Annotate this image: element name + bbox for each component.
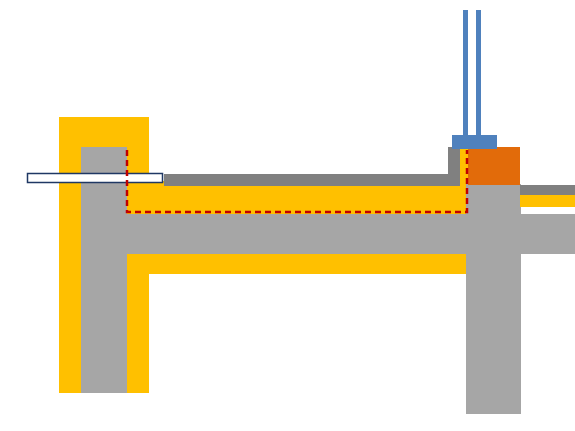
right-extension-membrane [520,185,575,195]
left-wall-core [81,147,127,393]
dashed-outline [125,150,469,214]
pipe-left [463,10,468,138]
slab-membrane-upstand [448,147,460,186]
orange-block [468,147,520,185]
slab-top-insulation-upstand [458,147,468,191]
slab-top-insulation [127,181,468,214]
slab-membrane [164,174,460,186]
pipe-right [476,10,481,138]
pipe-cap [452,135,497,149]
thin-horizontal-bar [26,172,164,184]
right-column [466,184,521,414]
right-extension-insulation [520,195,575,207]
slab-bottom-insulation [127,254,466,274]
